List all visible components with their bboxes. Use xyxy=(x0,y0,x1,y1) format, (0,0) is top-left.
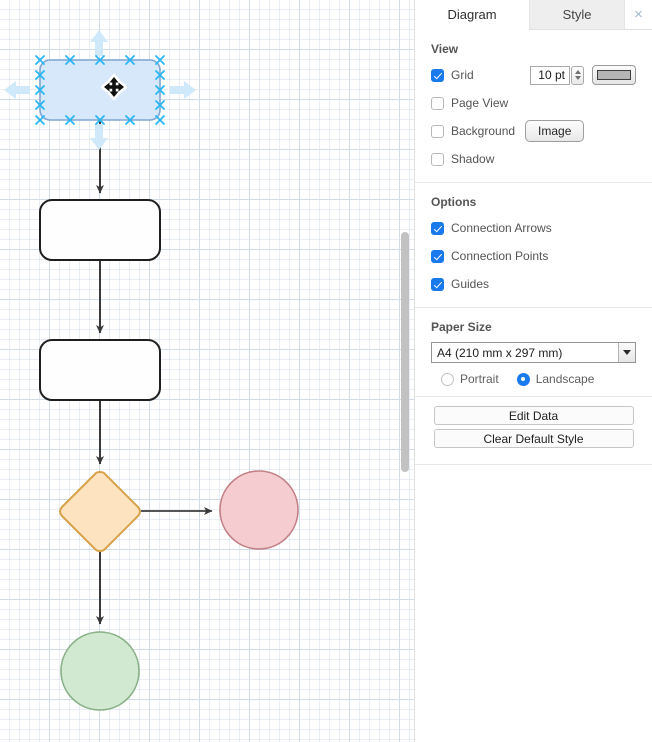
close-icon[interactable]: × xyxy=(624,0,652,30)
connection-points-label: Connection Points xyxy=(451,249,549,263)
connection-point-icon xyxy=(125,55,135,65)
direction-arrow-up-icon[interactable] xyxy=(90,30,108,56)
landscape-radio-label[interactable]: Landscape xyxy=(516,372,595,386)
connection-point-icon xyxy=(35,100,45,110)
grid-checkbox[interactable] xyxy=(431,68,444,82)
connection-points-checkbox[interactable] xyxy=(431,249,444,263)
actions-section: Edit Data Clear Default Style xyxy=(415,397,652,465)
tab-style[interactable]: Style xyxy=(529,0,624,30)
page-view-checkbox-label[interactable]: Page View xyxy=(431,96,508,110)
shape-success-circle[interactable] xyxy=(60,631,140,711)
diagram-canvas[interactable] xyxy=(0,0,414,742)
connection-arrows-row: Connection Arrows xyxy=(431,217,636,239)
connection-point-icon xyxy=(35,55,45,65)
canvas-grid xyxy=(0,0,414,742)
format-panel-tabs: Diagram Style × xyxy=(415,0,652,30)
direction-arrow-right-icon[interactable] xyxy=(170,81,196,99)
canvas-vertical-scrollbar[interactable] xyxy=(400,0,411,742)
grid-color-button[interactable] xyxy=(592,65,636,85)
portrait-radio-label[interactable]: Portrait xyxy=(441,372,499,386)
portrait-label: Portrait xyxy=(460,372,499,386)
grid-size-stepper[interactable] xyxy=(571,65,584,85)
connection-point-icon xyxy=(155,100,165,110)
connection-point-icon xyxy=(155,115,165,125)
connection-point-icon xyxy=(95,115,105,125)
shadow-label: Shadow xyxy=(451,152,495,166)
grid-size-input[interactable] xyxy=(530,65,570,85)
shape-process-box-1[interactable] xyxy=(39,199,161,261)
connection-point-icon xyxy=(35,70,45,80)
grid-label: Grid xyxy=(451,68,474,82)
view-section-title: View xyxy=(431,42,459,56)
shape-process-box-2[interactable] xyxy=(39,339,161,401)
stepper-down-icon[interactable] xyxy=(574,76,581,80)
connection-point-icon xyxy=(35,115,45,125)
guides-row: Guides xyxy=(431,273,636,295)
paper-size-select[interactable]: A4 (210 mm x 297 mm) xyxy=(431,342,636,363)
background-checkbox[interactable] xyxy=(431,124,444,138)
background-image-button[interactable]: Image xyxy=(525,120,585,142)
guides-label: Guides xyxy=(451,277,490,291)
connection-arrows-checkbox[interactable] xyxy=(431,221,444,235)
shape-start-box[interactable] xyxy=(39,59,161,121)
landscape-label: Landscape xyxy=(535,372,595,386)
connection-point-icon xyxy=(35,85,45,95)
diagram-graph xyxy=(4,30,299,711)
tab-diagram[interactable]: Diagram xyxy=(415,0,530,30)
connection-points-checkbox-label[interactable]: Connection Points xyxy=(431,249,548,263)
connection-point-icon xyxy=(125,115,135,125)
options-section-title: Options xyxy=(431,195,477,209)
paper-size-title: Paper Size xyxy=(431,320,492,334)
shadow-row: Shadow xyxy=(431,148,636,170)
connection-arrows-checkbox-label[interactable]: Connection Arrows xyxy=(431,221,552,235)
grid-checkbox-label[interactable]: Grid xyxy=(431,68,474,82)
paper-size-section: Paper Size A4 (210 mm x 297 mm) Portrait… xyxy=(415,308,652,397)
page-view-row: Page View xyxy=(431,92,636,114)
background-row: Background Image xyxy=(431,120,636,142)
connection-point-icon xyxy=(155,85,165,95)
connection-arrows-label: Connection Arrows xyxy=(451,221,552,235)
grid-row: Grid xyxy=(431,64,636,86)
guides-checkbox-label[interactable]: Guides xyxy=(431,277,489,291)
background-label: Background xyxy=(451,124,516,138)
direction-arrow-left-icon[interactable] xyxy=(4,81,30,99)
scrollbar-thumb[interactable] xyxy=(401,232,409,472)
shapes-layer xyxy=(39,199,299,711)
edit-data-button[interactable]: Edit Data xyxy=(433,406,634,425)
move-cursor-icon xyxy=(101,74,127,100)
connection-point-icon xyxy=(155,55,165,65)
connection-point-icon xyxy=(65,115,75,125)
connection-points-layer xyxy=(35,55,165,125)
paper-size-value: A4 (210 mm x 297 mm) xyxy=(437,345,563,360)
shadow-checkbox-label[interactable]: Shadow xyxy=(431,152,494,166)
page-view-checkbox[interactable] xyxy=(431,96,444,110)
connection-point-icon xyxy=(155,70,165,80)
grid-size-controls xyxy=(530,65,636,85)
page-view-label: Page View xyxy=(451,96,509,110)
stepper-up-icon[interactable] xyxy=(574,70,581,74)
grid-color-swatch xyxy=(597,70,631,80)
background-checkbox-label[interactable]: Background xyxy=(431,124,515,138)
landscape-radio[interactable] xyxy=(516,372,530,386)
view-section: View Grid xyxy=(415,30,652,183)
connection-points-row: Connection Points xyxy=(431,245,636,267)
options-section: Options Connection Arrows Connection Poi… xyxy=(415,183,652,308)
portrait-radio[interactable] xyxy=(441,372,454,386)
shape-decision-diamond[interactable] xyxy=(58,470,142,553)
direction-arrow-down-icon[interactable] xyxy=(90,124,108,150)
shadow-checkbox[interactable] xyxy=(431,152,444,166)
shape-error-circle[interactable] xyxy=(219,470,299,550)
connection-point-icon xyxy=(65,55,75,65)
clear-default-style-button[interactable]: Clear Default Style xyxy=(433,429,634,448)
chevron-down-icon[interactable] xyxy=(618,343,635,362)
format-panel: Diagram Style × View Grid xyxy=(414,0,652,742)
connection-point-icon xyxy=(95,55,105,65)
orientation-radio-group: Portrait Landscape xyxy=(431,372,636,386)
guides-checkbox[interactable] xyxy=(431,277,444,291)
direction-arrows-layer xyxy=(4,30,196,150)
